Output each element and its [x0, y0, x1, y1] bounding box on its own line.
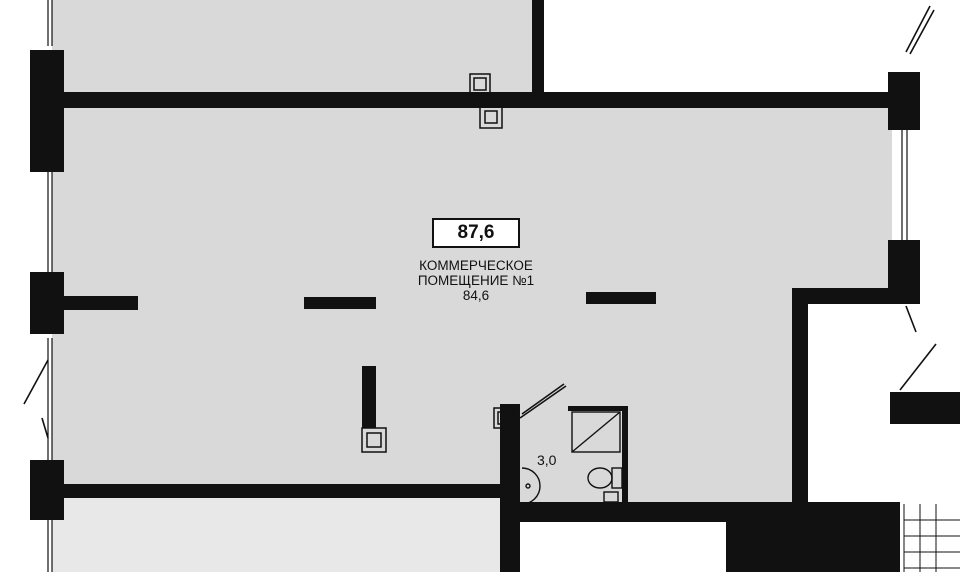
shower-tray: [571, 411, 621, 453]
toilet: [587, 467, 623, 503]
shaft-bathroom: [493, 407, 515, 429]
window-left-bottom: [47, 520, 53, 572]
window-left-lower: [47, 338, 53, 460]
door-right-top: [905, 5, 935, 55]
total-area-badge: 87,6: [432, 218, 520, 248]
door-bathroom: [519, 383, 567, 419]
lower-neighbor-room: [52, 496, 508, 572]
window-right-top: [901, 130, 908, 240]
door-left: [23, 359, 49, 439]
main-room-floor: [52, 108, 892, 505]
shaft-center: [361, 427, 387, 453]
main-room-label: КОММЕРЧЕСКОЕ ПОМЕЩЕНИЕ №1 84,6: [366, 258, 586, 303]
staircase: [903, 504, 960, 572]
main-room-name-line1: КОММЕРЧЕСКОЕ: [419, 258, 533, 273]
main-room-area: 84,6: [462, 288, 490, 303]
door-right-middle: [899, 305, 937, 391]
upper-neighbor-room: [52, 0, 532, 94]
walls: [30, 0, 960, 572]
main-room-name-line2: ПОМЕЩЕНИЕ №1: [417, 273, 535, 288]
wash-basin: [521, 467, 541, 505]
window-left-top: [47, 0, 53, 46]
shaft-top: [469, 73, 503, 129]
bathroom-area: 3,0: [537, 452, 557, 468]
window-left-middle: [47, 172, 53, 272]
